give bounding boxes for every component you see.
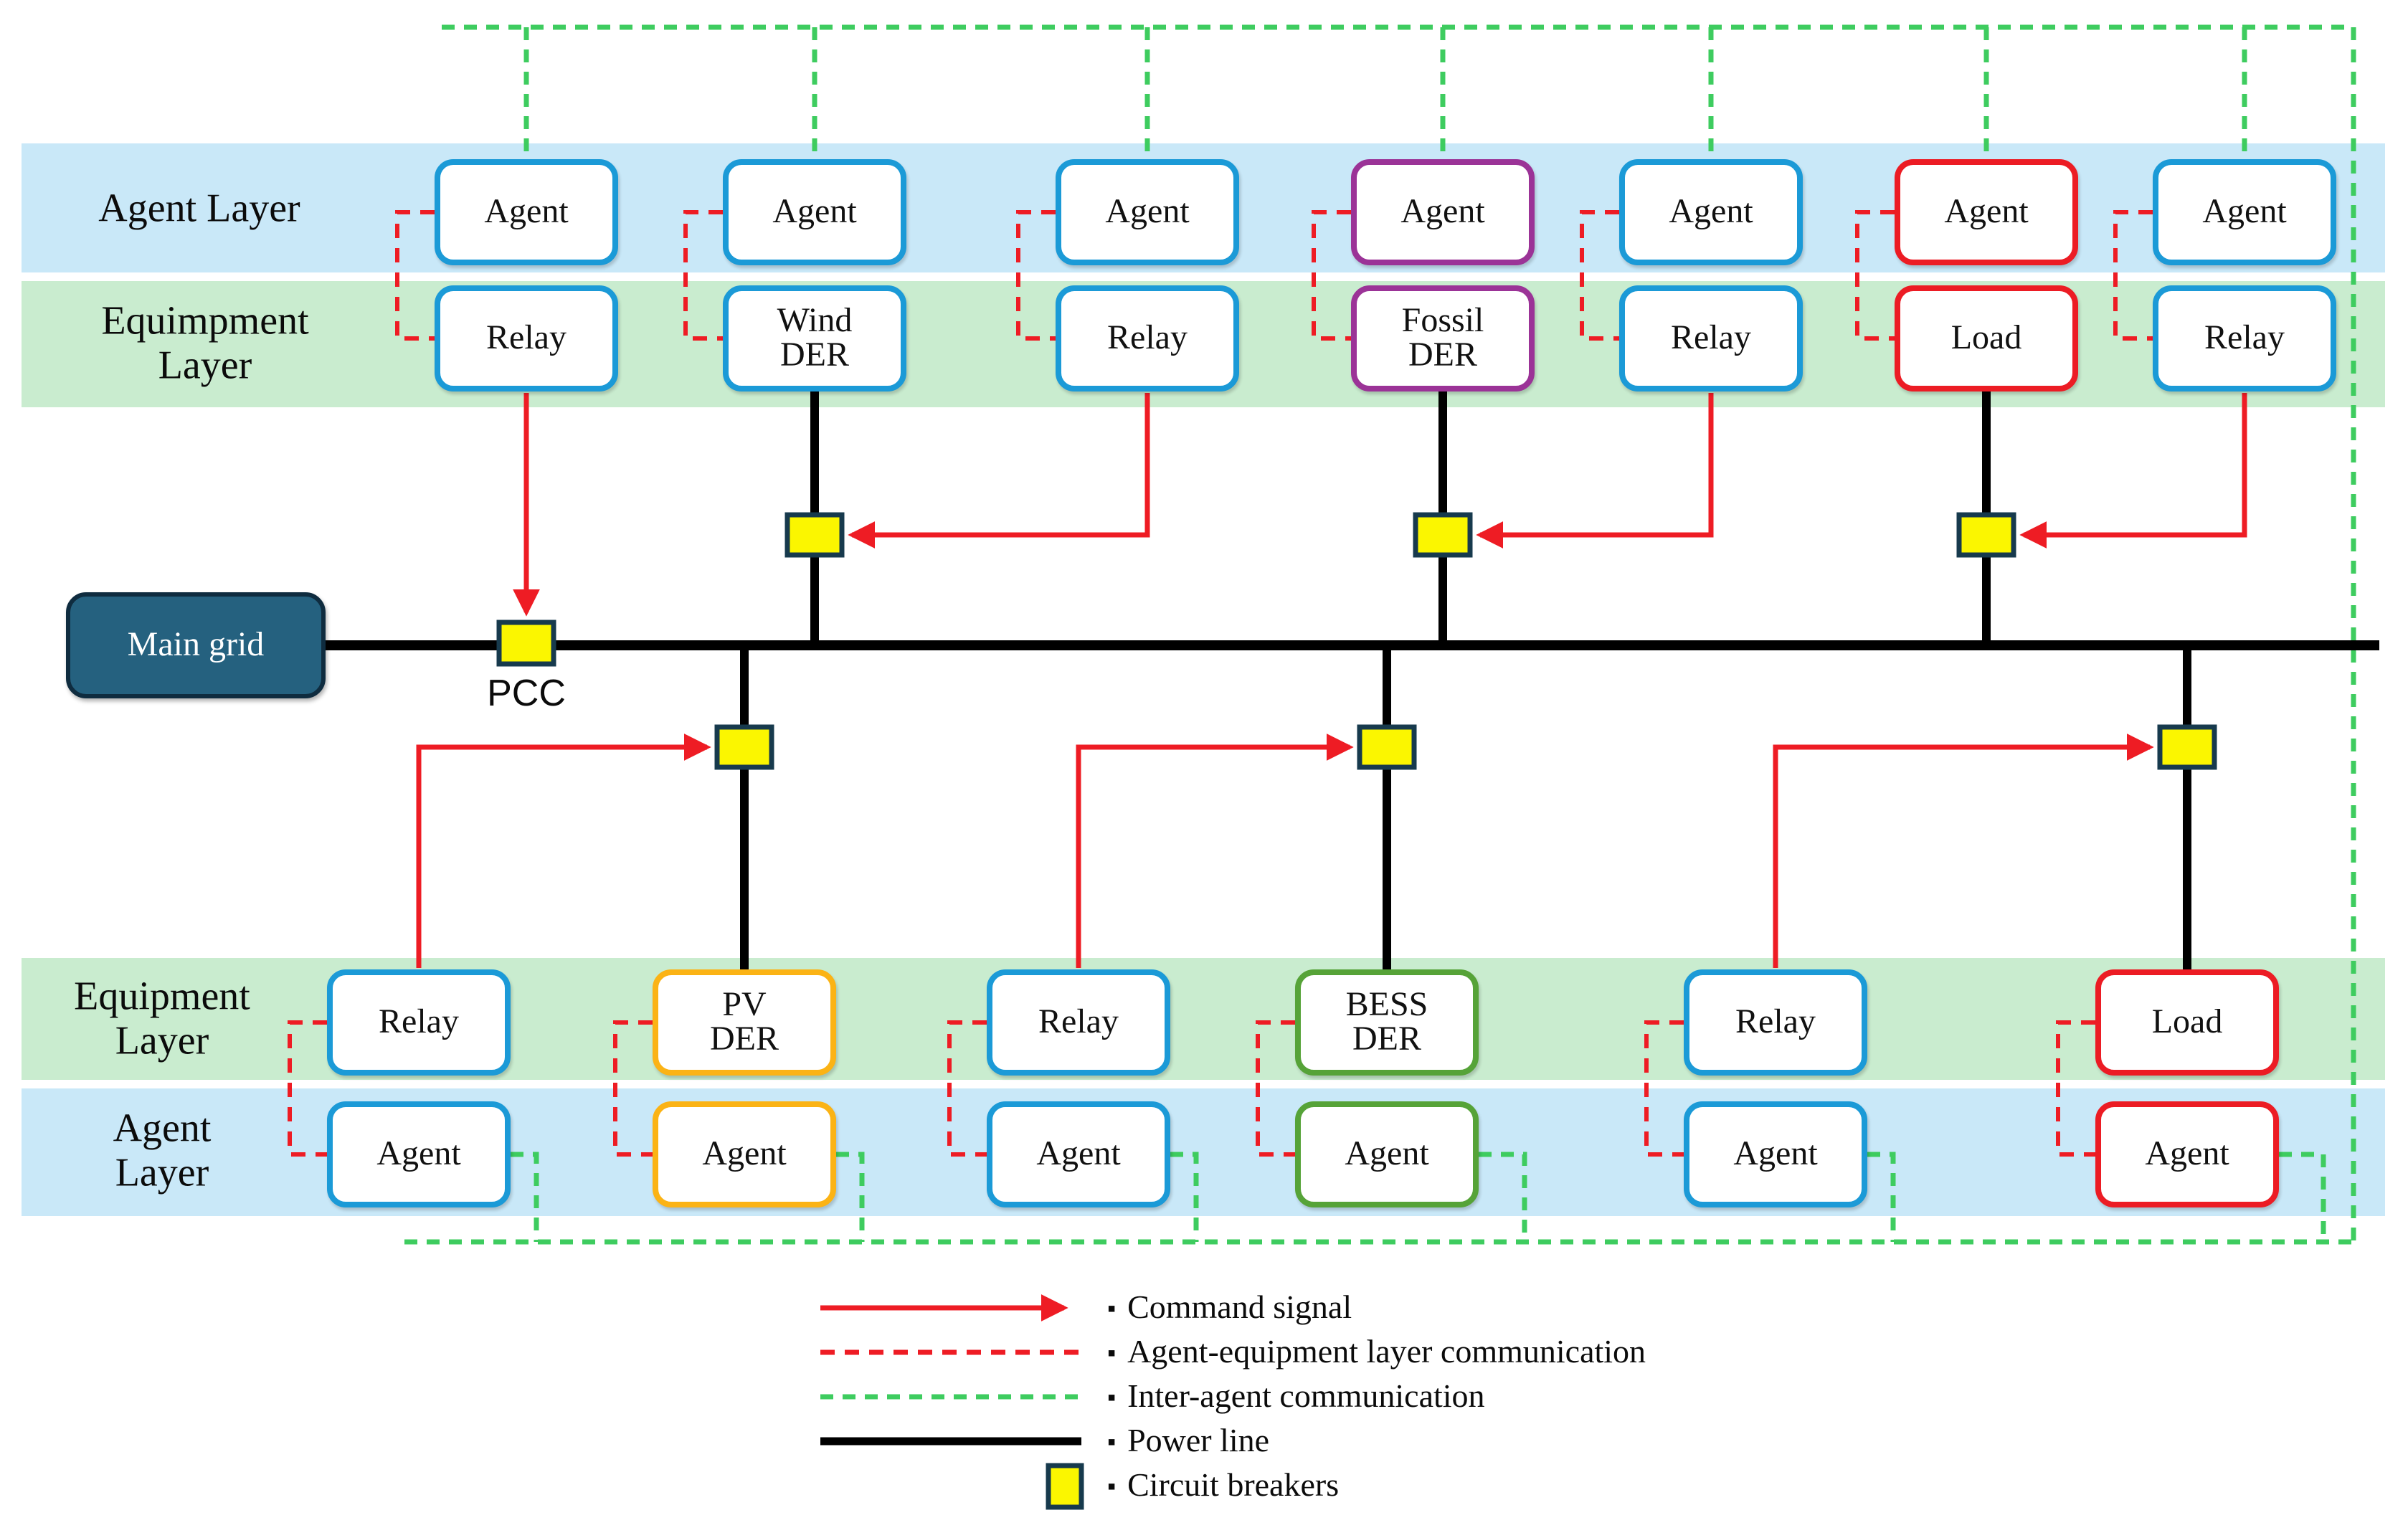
circuit-breaker-pcc — [496, 620, 556, 667]
legend-item-agent-equipment-communication: ▪ Agent-equipment layer communication — [1107, 1334, 1646, 1371]
agent-node: Agent — [723, 159, 906, 265]
legend-bullet: ▪ — [1107, 1339, 1117, 1366]
legend-bullet: ▪ — [1107, 1294, 1117, 1321]
legend-label: Power line — [1127, 1423, 1270, 1458]
agent-equipment-link — [613, 1020, 653, 1157]
agent-equipment-link — [395, 210, 435, 341]
command-signal — [416, 734, 711, 968]
legend-item-inter-agent-communication: ▪ Inter-agent communication — [1107, 1378, 1485, 1415]
legend-swatches — [820, 1294, 1084, 1510]
agent-equipment-link — [1016, 210, 1056, 341]
command-signal — [1476, 393, 1714, 549]
pcc-label: PCC — [487, 671, 566, 714]
command-signals — [416, 393, 2247, 968]
relay-node: Relay — [435, 285, 618, 391]
agent-equipment-link — [2113, 210, 2153, 341]
agent-layer-top-label: Agent Layer — [98, 186, 300, 232]
agent-node: Agent — [987, 1101, 1170, 1207]
relay-node: Relay — [987, 969, 1170, 1076]
agent-equipment-link — [2056, 1020, 2095, 1157]
agent-equipment-link — [947, 1020, 987, 1157]
agent-node: Agent — [1619, 159, 1803, 265]
agent-equipment-link — [1855, 210, 1895, 341]
agent-node: Agent — [327, 1101, 511, 1207]
command-signal — [848, 393, 1150, 549]
agent-node: Agent — [653, 1101, 836, 1207]
legend-item-power-line: ▪ Power line — [1107, 1423, 1269, 1460]
agent-node: Agent — [1056, 159, 1239, 265]
legend-breaker-icon — [1046, 1463, 1084, 1510]
inter-agent-stub — [1170, 1152, 1199, 1242]
legend-item-circuit-breakers: ▪ Circuit breakers — [1107, 1467, 1339, 1504]
agent-node: Agent — [1684, 1101, 1867, 1207]
agent-node: Agent — [2153, 159, 2336, 265]
equipment-layer-bottom-label: Equipment Layer — [74, 974, 250, 1064]
relay-node: Relay — [1619, 285, 1803, 391]
agent-node: Agent — [435, 159, 618, 265]
relay-node: Relay — [327, 969, 511, 1076]
equipment-layer-top-label: Equimpment Layer — [101, 299, 309, 389]
circuit-breakers — [496, 512, 2217, 770]
legend-bullet: ▪ — [1107, 1383, 1117, 1410]
agent-equipment-link — [683, 210, 723, 341]
circuit-breaker — [1413, 512, 1473, 558]
relay-node: Relay — [2153, 285, 2336, 391]
command-signal — [2019, 393, 2247, 549]
agent-node: Agent — [2095, 1101, 2279, 1207]
inter-agent-stub — [1479, 1152, 1527, 1242]
agent-equipment-link — [1312, 210, 1351, 341]
agent-node: Agent — [1351, 159, 1535, 265]
agent-equipment-links — [288, 210, 2153, 1157]
circuit-breaker — [1357, 724, 1417, 770]
circuit-breaker — [714, 724, 774, 770]
legend-label: Command signal — [1127, 1289, 1352, 1325]
inter-agent-stub — [2279, 1152, 2326, 1242]
agent-equipment-link — [1580, 210, 1619, 341]
command-signal — [1076, 734, 1354, 968]
legend-bullet: ▪ — [1107, 1472, 1117, 1499]
inter-agent-stub — [511, 1152, 539, 1242]
agent-node: Agent — [1895, 159, 2078, 265]
bess-der-node: BESS DER — [1295, 969, 1479, 1076]
legend-label: Inter-agent communication — [1127, 1378, 1485, 1414]
relay-node: Relay — [1684, 969, 1867, 1076]
main-grid-label: Main grid — [127, 626, 265, 663]
load-node: Load — [1895, 285, 2078, 391]
inter-agent-stub — [836, 1152, 865, 1242]
power-lines — [321, 390, 2379, 972]
legend-bullet: ▪ — [1107, 1428, 1117, 1455]
command-signal — [1773, 734, 2154, 968]
agent-equipment-link — [1644, 1020, 1684, 1157]
agent-equipment-link — [1256, 1020, 1295, 1157]
agent-node: Agent — [1295, 1101, 1479, 1207]
agent-equipment-link — [288, 1020, 327, 1157]
pv-der-node: PV DER — [653, 969, 836, 1076]
wind-der-node: Wind DER — [723, 285, 906, 391]
inter-agent-network — [404, 24, 2359, 1245]
agent-layer-bottom-label: Agent Layer — [113, 1106, 212, 1196]
load-node: Load — [2095, 969, 2279, 1076]
legend-item-command-signal: ▪ Command signal — [1107, 1289, 1352, 1326]
relay-node: Relay — [1056, 285, 1239, 391]
legend-label: Circuit breakers — [1127, 1467, 1340, 1503]
legend-label: Agent-equipment layer communication — [1127, 1334, 1646, 1370]
main-grid-node: Main grid — [66, 592, 326, 698]
fossil-der-node: Fossil DER — [1351, 285, 1535, 391]
circuit-breaker — [1956, 512, 2016, 558]
inter-agent-stub — [1867, 1152, 1896, 1242]
circuit-breaker — [2157, 724, 2217, 770]
circuit-breaker — [785, 512, 845, 558]
